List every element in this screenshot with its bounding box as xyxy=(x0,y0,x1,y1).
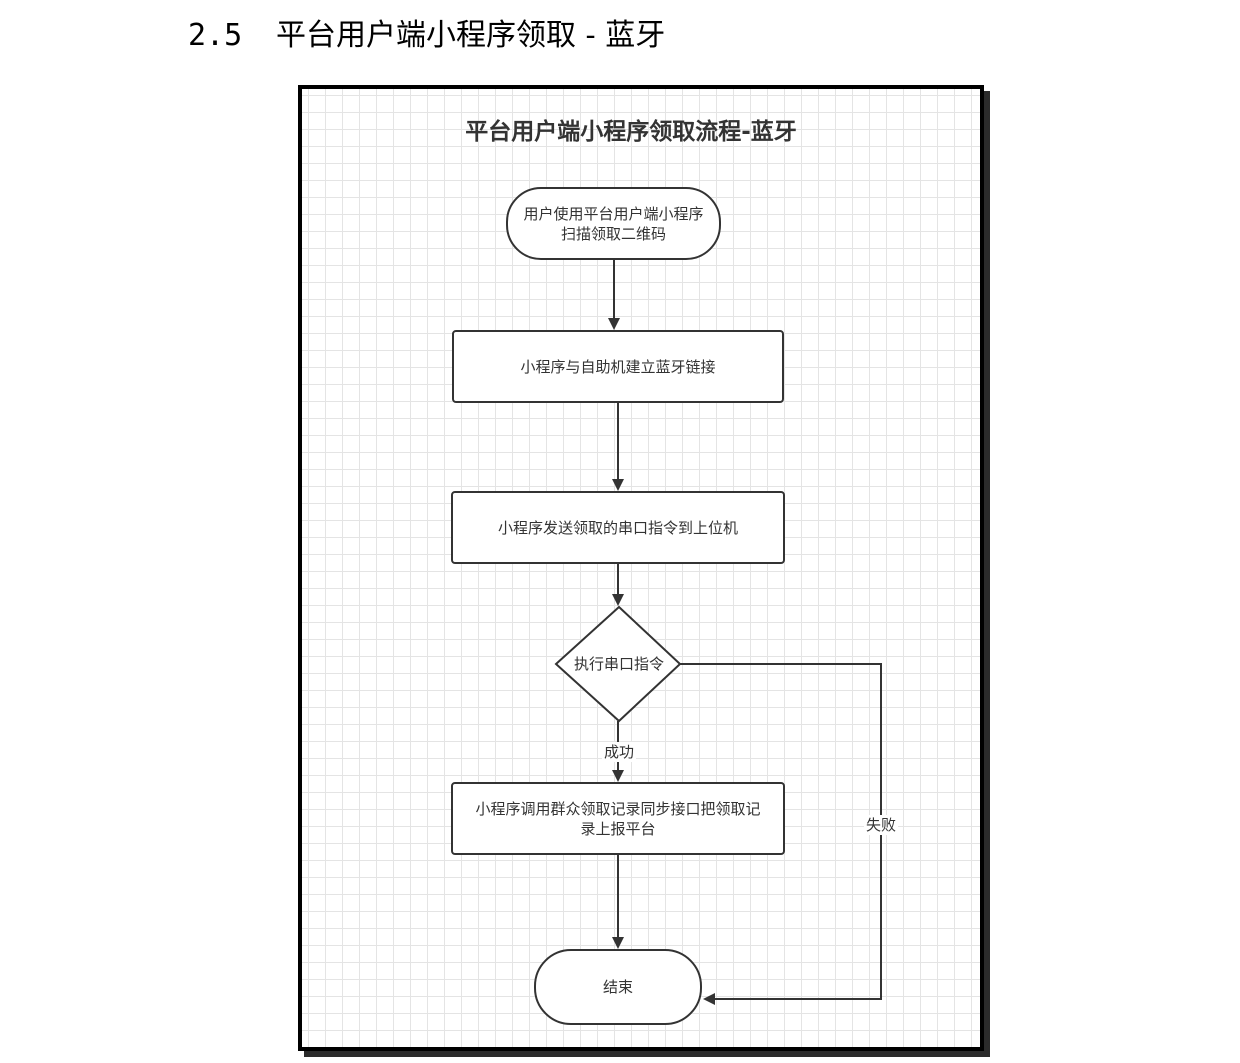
section-number: 2.5 xyxy=(188,18,243,53)
end-node-label: 结束 xyxy=(602,978,633,996)
start-node-line2: 扫描领取二维码 xyxy=(560,224,666,243)
section-heading: 2.5 平台用户端小程序领取 - 蓝牙 xyxy=(188,14,665,58)
decision-node-label: 执行串口指令 xyxy=(573,655,664,673)
start-node-line1: 用户使用平台用户端小程序 xyxy=(523,204,704,223)
report-node-line1: 小程序调用群众领取记录同步接口把领取记 xyxy=(475,799,761,818)
report-node-line2: 录上报平台 xyxy=(580,819,656,838)
start-node-label: 用户使用平台用户端小程序 扫描领取二维码 xyxy=(507,190,720,257)
connect-node-label: 小程序与自助机建立蓝牙链接 xyxy=(520,357,716,376)
success-label: 成功 xyxy=(602,742,637,762)
end-node xyxy=(534,949,702,1025)
send-node-label: 小程序发送领取的串口指令到上位机 xyxy=(497,518,738,537)
fail-label: 失败 xyxy=(864,815,899,835)
section-title: 平台用户端小程序领取 - 蓝牙 xyxy=(276,18,666,53)
diagram-title: 平台用户端小程序领取流程-蓝牙 xyxy=(465,119,797,145)
report-node-label: 小程序调用群众领取记录同步接口把领取记 录上报平台 xyxy=(452,785,784,852)
